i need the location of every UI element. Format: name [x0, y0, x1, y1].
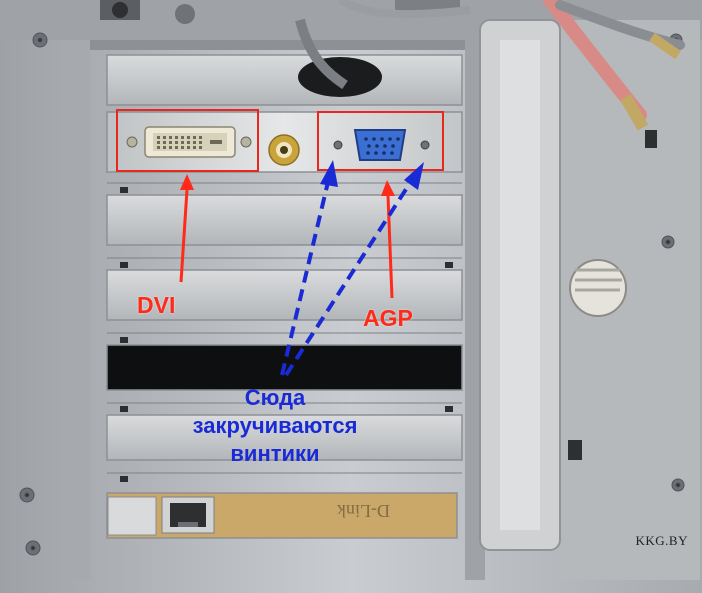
agp-label: AGP: [363, 305, 413, 331]
agp-highlight-box: [317, 111, 444, 171]
dvi-highlight-box: [116, 109, 259, 172]
screw-arrow-left: [280, 160, 338, 376]
dvi-label: DVI: [137, 292, 176, 318]
dvi-arrow: [179, 174, 194, 283]
vga-connector: [333, 129, 430, 161]
slot-cover-3: [106, 269, 463, 321]
thumb-screw: [569, 259, 627, 317]
rj45-port: [161, 496, 215, 534]
pink-audio-cable: [543, 0, 647, 122]
dvi-connector: [126, 126, 252, 158]
screw-arrow-right: [284, 162, 424, 377]
tv-out-connector: [268, 134, 300, 166]
slot-cover-2: [106, 194, 463, 246]
screws-caption-line-1: Сюда: [244, 385, 306, 410]
slot-cover-1: [106, 54, 463, 106]
screws-caption-line-2: закручиваются: [192, 413, 358, 438]
watermark: KKG.BY: [635, 533, 688, 548]
slot-cover-4: [106, 414, 463, 461]
screws-caption-line-3: винтики: [230, 441, 320, 466]
dlink-print: D-Link: [337, 501, 390, 521]
screws-caption: Сюда закручиваются винтики: [160, 384, 390, 468]
network-card-bracket: [106, 492, 458, 539]
